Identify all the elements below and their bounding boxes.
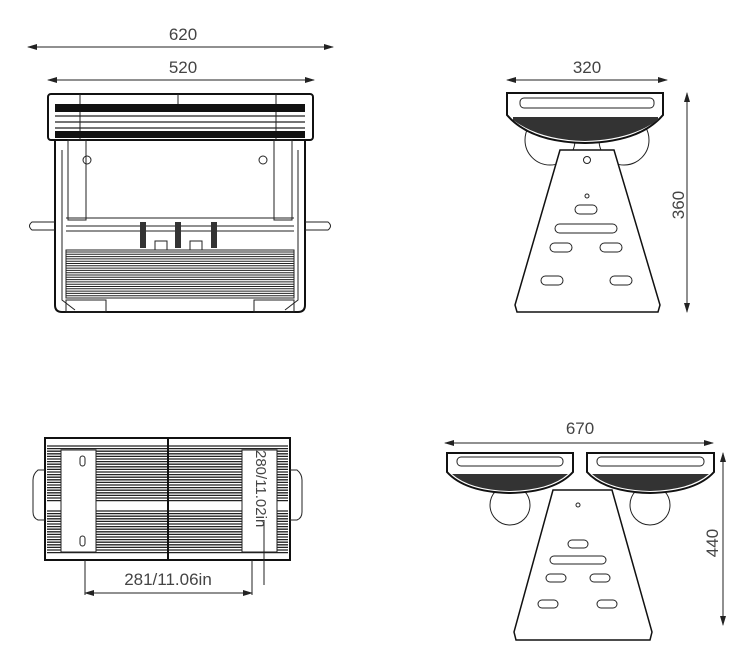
dimension-281: 281/11.06in: [124, 570, 212, 589]
dimension-520: 520: [169, 58, 197, 77]
handle-left: [32, 469, 45, 521]
handle-left: [29, 221, 55, 231]
handle-right: [305, 221, 331, 231]
dimension-620: 620: [169, 25, 197, 44]
dimension-280: 280/11.02in: [252, 450, 269, 527]
bottom-view: 281/11.06in 280/11.02in: [32, 437, 303, 596]
dimension-320: 320: [573, 58, 601, 77]
side-view: 320 360: [506, 58, 690, 313]
front-view: 620 520: [27, 25, 334, 313]
dual-head-view: 670 440: [444, 419, 726, 641]
heat-sink-fins: [65, 249, 295, 299]
dimension-670: 670: [566, 419, 594, 438]
handle-right: [290, 469, 303, 521]
dimension-440: 440: [703, 529, 722, 557]
dimension-360: 360: [669, 191, 688, 219]
